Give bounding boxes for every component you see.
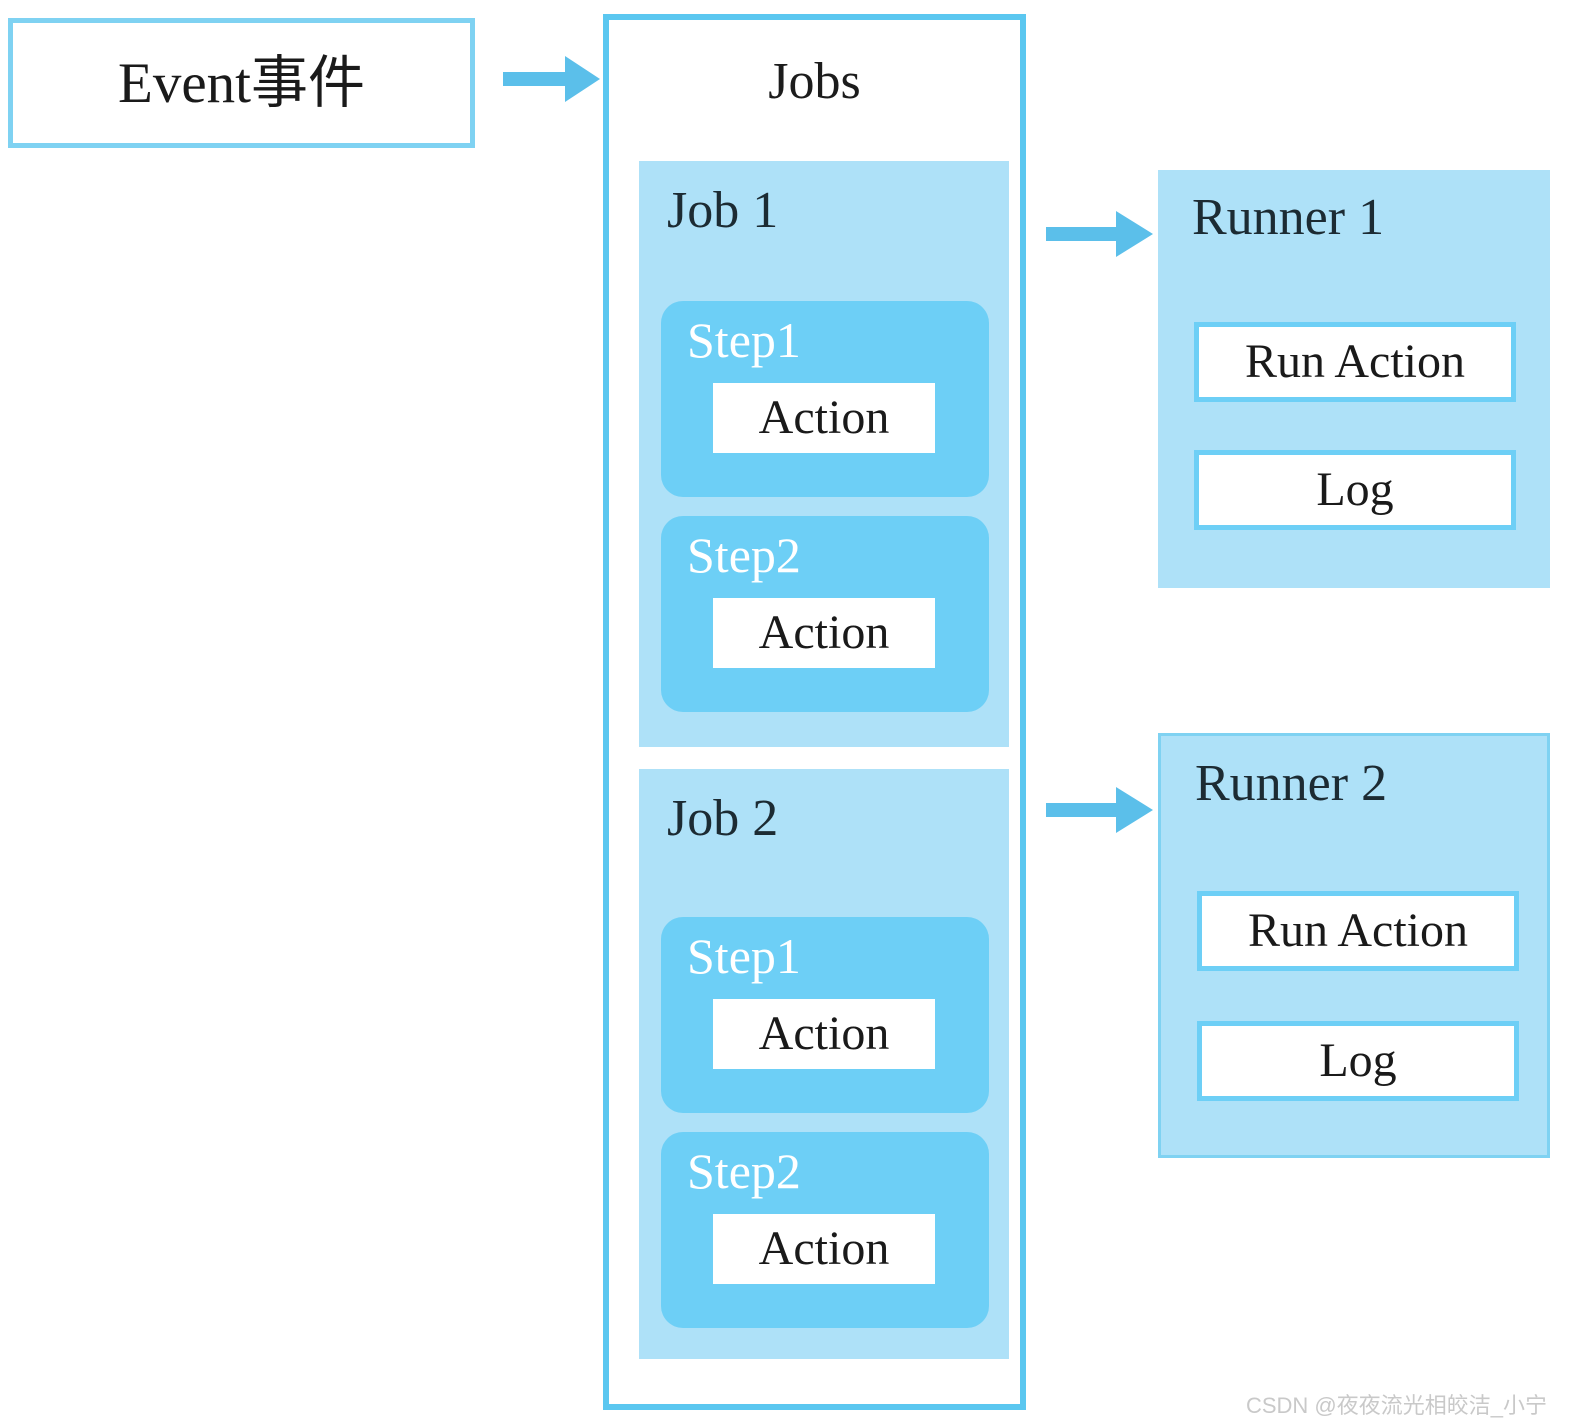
- runner-box-2: Runner 2 Run Action Log: [1158, 733, 1550, 1158]
- step-box-job1-step1: Step1 Action: [661, 301, 989, 497]
- action-label-job1-step1: Action: [758, 391, 890, 444]
- runner1-run-action-box: Run Action: [1194, 322, 1516, 402]
- job-box-1: Job 1 Step1 Action Step2 Action: [639, 161, 1009, 747]
- runner-title-1: Runner 1: [1192, 189, 1385, 246]
- arrow-right-icon-job1-to-runner1: [1046, 211, 1153, 257]
- job-box-2: Job 2 Step1 Action Step2 Action: [639, 769, 1009, 1359]
- event-label: Event事件: [118, 51, 365, 115]
- runner2-run-action-box: Run Action: [1197, 891, 1519, 971]
- step-box-job1-step2: Step2 Action: [661, 516, 989, 712]
- action-label-job2-step2: Action: [758, 1222, 890, 1275]
- jobs-container: Jobs Job 1 Step1 Action Step2 Action Job…: [603, 14, 1026, 1410]
- action-box-job2-step1: Action: [713, 999, 935, 1069]
- step-box-job2-step2: Step2 Action: [661, 1132, 989, 1328]
- arrow-right-icon-job2-to-runner2: [1046, 787, 1153, 833]
- runner2-log-box: Log: [1197, 1021, 1519, 1101]
- action-box-job1-step1: Action: [713, 383, 935, 453]
- runner1-log-box: Log: [1194, 450, 1516, 530]
- action-label-job1-step2: Action: [758, 606, 890, 659]
- runner-box-1: Runner 1 Run Action Log: [1158, 170, 1550, 588]
- job-title-1: Job 1: [667, 182, 779, 239]
- step-title-job1-step1: Step1: [687, 312, 801, 368]
- runner1-run-action-label: Run Action: [1244, 335, 1465, 388]
- action-box-job1-step2: Action: [713, 598, 935, 668]
- jobs-title: Jobs: [768, 53, 861, 110]
- runner1-log-label: Log: [1316, 463, 1394, 516]
- step-title-job1-step2: Step2: [687, 527, 801, 583]
- watermark: CSDN @夜夜流光相皎洁_小宁: [1245, 1393, 1547, 1418]
- step-title-job2-step1: Step1: [687, 928, 801, 984]
- step-box-job2-step1: Step1 Action: [661, 917, 989, 1113]
- arrow-right-icon-event-to-jobs: [503, 56, 600, 102]
- runner-title-2: Runner 2: [1195, 755, 1388, 812]
- runner2-run-action-label: Run Action: [1247, 904, 1468, 957]
- runner2-log-label: Log: [1319, 1034, 1397, 1087]
- event-box: Event事件: [8, 18, 475, 148]
- job-title-2: Job 2: [667, 790, 779, 847]
- step-title-job2-step2: Step2: [687, 1143, 801, 1199]
- action-box-job2-step2: Action: [713, 1214, 935, 1284]
- action-label-job2-step1: Action: [758, 1007, 890, 1060]
